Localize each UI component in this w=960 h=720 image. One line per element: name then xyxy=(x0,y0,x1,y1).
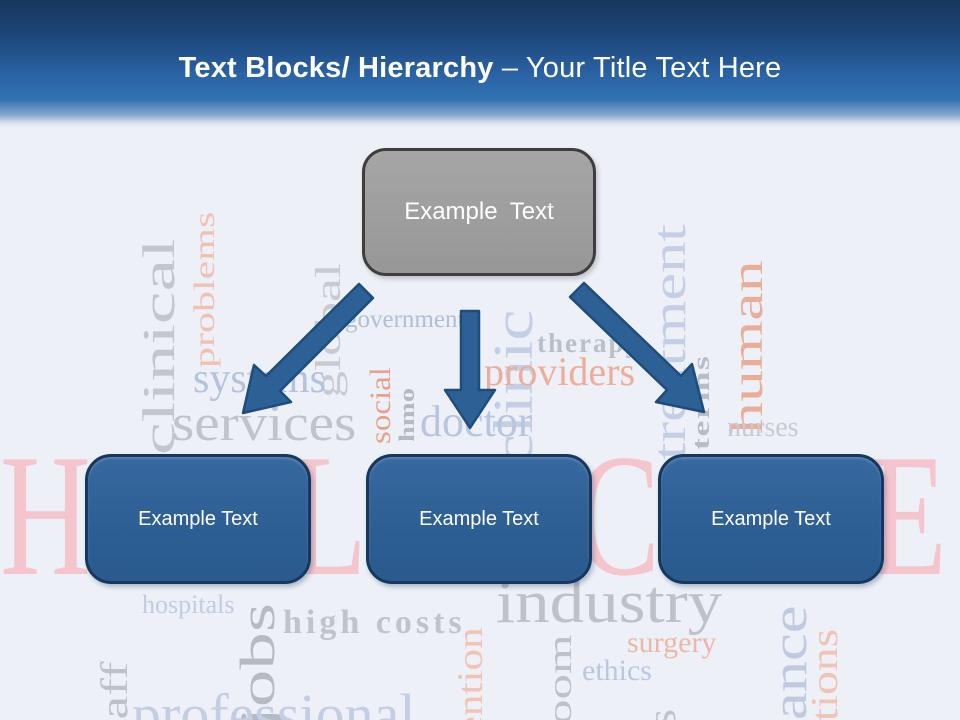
background-word-institutions: institutions xyxy=(804,629,846,720)
page-title: Text Blocks/ Hierarchy – Your Title Text… xyxy=(0,52,960,85)
hierarchy-child-label: Example Text xyxy=(138,507,258,530)
background-word-nurses: nurses xyxy=(727,412,799,443)
background-word-hospitals: hospitals xyxy=(142,590,235,619)
hierarchy-child-label: Example Text xyxy=(419,507,539,530)
background-word-surgery: surgery xyxy=(627,626,717,659)
background-word-problems: problems xyxy=(188,211,221,368)
background-word-professional: professional xyxy=(132,682,416,720)
background-word-high-costs: high costs xyxy=(283,604,466,641)
hierarchy-root-label: Example Text xyxy=(404,198,554,225)
page-title-bold: Text Blocks/ Hierarchy xyxy=(178,52,494,84)
background-word-prevention: prevention xyxy=(450,627,490,720)
background-word-ethics: ethics xyxy=(582,654,652,687)
background-word-hmo: hmo xyxy=(394,387,419,442)
background-letter-h: H xyxy=(0,418,92,612)
hierarchy-child-box-1[interactable]: Example Text xyxy=(85,454,311,584)
background-word-room: room xyxy=(542,634,579,720)
slide-header: Text Blocks/ Hierarchy – Your Title Text… xyxy=(0,0,960,128)
background-word-social: social xyxy=(364,367,397,444)
hierarchy-child-label: Example Text xyxy=(711,507,831,530)
background-word-government: government xyxy=(345,306,465,333)
background-word-costs: costs xyxy=(639,709,684,720)
background-word-services: services xyxy=(172,395,357,452)
hierarchy-root-box[interactable]: Example Text xyxy=(362,148,596,276)
background-word-staff: staff xyxy=(94,661,136,720)
background-word-providers: providers xyxy=(484,349,636,394)
background-word-systems: systems xyxy=(193,356,327,402)
hierarchy-child-box-2[interactable]: Example Text xyxy=(366,454,592,584)
hierarchy-child-box-3[interactable]: Example Text xyxy=(658,454,884,584)
background-word-doctor: doctor xyxy=(420,397,533,446)
background-word-human: human xyxy=(723,260,772,434)
page-title-rest: – Your Title Text Here xyxy=(493,52,782,84)
background-word-terms: terms xyxy=(689,354,715,450)
background-word-treatment: treatment xyxy=(643,224,696,460)
